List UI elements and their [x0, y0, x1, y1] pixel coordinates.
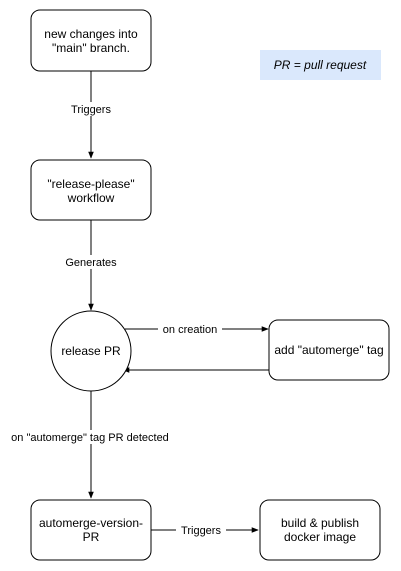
- node-build-publish: build & publish docker image: [259, 499, 381, 561]
- node-add-automerge-tag: add "automerge" tag: [268, 319, 390, 381]
- edge-label-tag-detected: on "automerge" tag PR detected: [11, 432, 169, 444]
- note-text: PR = pull request: [274, 58, 367, 72]
- edge-label-on-creation: on creation: [163, 324, 217, 336]
- edge-label-generates: Generates: [65, 257, 117, 269]
- node-release-pr-label: release PR: [61, 344, 121, 358]
- node-build-line-2: docker image: [284, 530, 356, 544]
- node-release-please-workflow: "release-please" workflow: [30, 159, 152, 221]
- edge-tag-detected: on "automerge" tag PR detected: [9, 391, 171, 499]
- edge-label-triggers-1: Triggers: [71, 104, 111, 116]
- node-new-changes: new changes into "main" branch.: [30, 9, 152, 72]
- node-automerge-version-pr: automerge-version- PR: [30, 499, 152, 561]
- edge-triggers-2: Triggers: [151, 523, 259, 537]
- node-automerge-line-1: automerge-version-: [39, 516, 143, 530]
- node-automerge-line-2: PR: [83, 530, 100, 544]
- node-workflow-line-1: "release-please": [47, 177, 134, 191]
- note-pr-definition: PR = pull request: [260, 50, 381, 80]
- node-new-changes-line-1: new changes into: [44, 27, 138, 41]
- node-release-pr: release PR: [50, 310, 132, 392]
- edge-on-creation: on creation: [125, 322, 269, 336]
- node-new-changes-line-2: "main" branch.: [52, 41, 130, 55]
- edge-generates: Generates: [62, 220, 120, 311]
- edge-triggers-1: Triggers: [66, 71, 116, 159]
- edge-label-triggers-2: Triggers: [181, 525, 221, 537]
- node-tag-label: add "automerge" tag: [274, 343, 383, 357]
- node-workflow-line-2: workflow: [67, 191, 115, 205]
- node-build-line-1: build & publish: [281, 516, 359, 530]
